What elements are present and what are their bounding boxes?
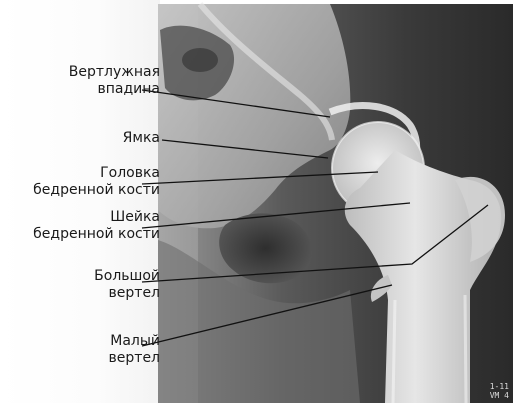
label-lesser-trochanter-line2: вертел <box>109 350 160 367</box>
label-fossa: Ямка <box>123 130 160 147</box>
label-acetabulum-line2: впадина <box>69 81 160 98</box>
label-lesser-trochanter-line1: Малый <box>109 333 160 350</box>
corner-mark: 1-11 VM 4 <box>490 382 509 400</box>
label-lesser-trochanter: Малый вертел <box>109 333 160 367</box>
label-greater-trochanter: Большой вертел <box>94 268 160 302</box>
label-greater-trochanter-line1: Большой <box>94 268 160 285</box>
label-femoral-neck-line2: бедренной кости <box>33 226 160 243</box>
corner-mark-line2: VM 4 <box>490 391 509 400</box>
label-femoral-head-line2: бедренной кости <box>33 182 160 199</box>
label-femoral-head-line1: Головка <box>33 165 160 182</box>
label-femoral-neck-line1: Шейка <box>33 209 160 226</box>
label-fossa-line1: Ямка <box>123 130 160 147</box>
corner-mark-line1: 1-11 <box>490 382 509 391</box>
label-acetabulum-line1: Вертлужная <box>69 64 160 81</box>
label-femoral-head: Головка бедренной кости <box>33 165 160 199</box>
label-acetabulum: Вертлужная впадина <box>69 64 160 98</box>
label-femoral-neck: Шейка бедренной кости <box>33 209 160 243</box>
label-greater-trochanter-line2: вертел <box>94 285 160 302</box>
